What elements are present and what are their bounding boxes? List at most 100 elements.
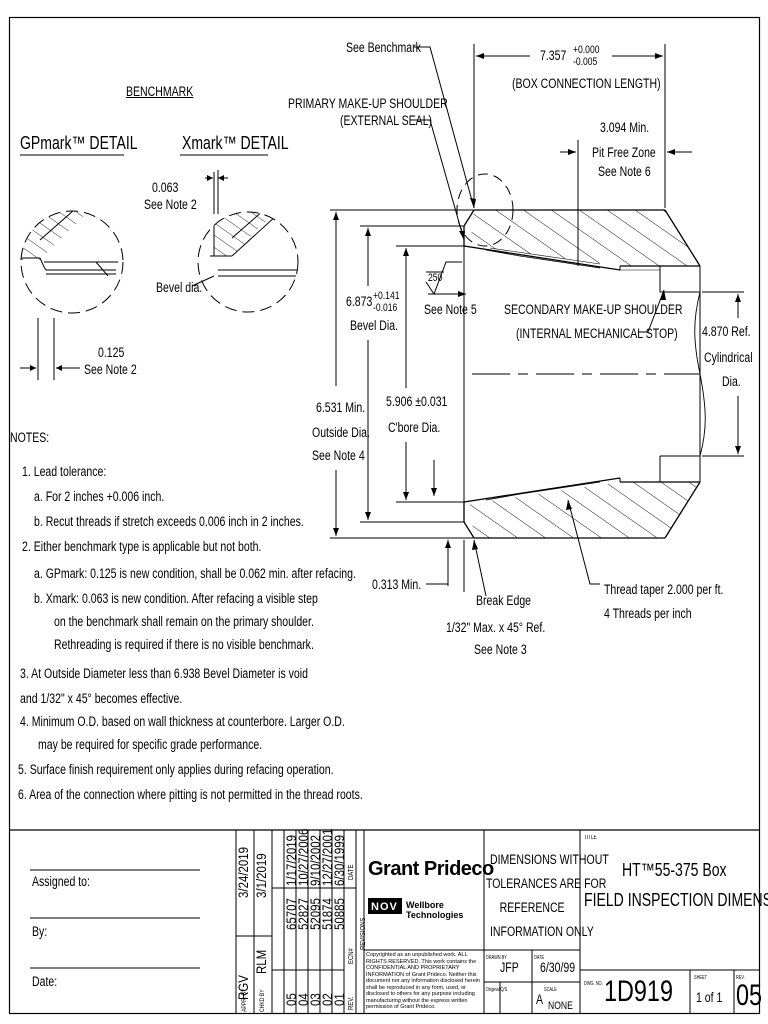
od-label: Outside Dia. — [312, 425, 370, 440]
sheet-border — [8, 16, 761, 1015]
approved-date: 3/24/2019 — [236, 846, 251, 898]
top-wall-section — [470, 210, 700, 266]
title-field-label: TITLE — [584, 835, 597, 841]
dims-note-3: REFERENCE — [499, 900, 565, 915]
cylindrical-ref: 4.870 Ref. — [702, 324, 751, 339]
od-min: 6.531 Min. — [316, 400, 366, 415]
note-2b-cont2: Rethreading is required if there is no v… — [54, 637, 314, 652]
box-length-tol-plus: +0.000 — [573, 44, 600, 56]
checked-by: RLM — [254, 949, 269, 974]
checked-by-label: CHKD BY — [260, 989, 266, 1012]
dwg-no-label: DWG. NO. — [584, 981, 603, 987]
box-length-dim: 7.357 — [540, 48, 567, 63]
note-2b-cont1: on the benchmark shall remain on the pri… — [54, 614, 314, 629]
scale-value: NONE — [548, 1000, 573, 1012]
assigned-to-label: Assigned to: — [32, 874, 90, 889]
note-1b: b. Recut threads if stretch exceeds 0.00… — [34, 514, 304, 529]
benchmark-title: BENCHMARK — [126, 84, 194, 99]
secondary-shoulder-line2: (INTERNAL MECHANICAL STOP) — [516, 326, 678, 341]
drawing-title-2: FIELD INSPECTION DIMENSIONS — [584, 890, 768, 910]
xmark-detail-body — [210, 212, 298, 277]
dim-0125: 0.125 — [98, 345, 125, 360]
dims-note-2: TOLERANCES ARE FOR — [486, 876, 607, 891]
bevel-dia-label: Bevel dia. — [156, 280, 203, 295]
rev-col-label: REV. — [348, 996, 355, 1010]
box-length-tol-minus: -0.005 — [573, 56, 598, 68]
drawn-by-label: DRAWN BY — [486, 955, 507, 961]
bottom-wall-section — [470, 482, 700, 538]
pit-free-min: 3.094 Min. — [600, 120, 650, 135]
note-1: 1. Lead tolerance: — [22, 464, 107, 479]
note-5: 5. Surface finish requirement only appli… — [18, 762, 334, 777]
nov-logo-text: NOV — [371, 901, 398, 913]
nov-logo — [368, 898, 402, 914]
nov-technologies: Technologies — [406, 910, 464, 920]
pit-free-zone: Pit Free Zone — [592, 145, 656, 160]
notes-heading: NOTES: — [10, 430, 50, 445]
checked-date: 3/1/2019 — [254, 853, 269, 898]
revision-number: 05 — [736, 979, 763, 1012]
break-edge-note: See Note 3 — [474, 642, 527, 657]
primary-shoulder-line2: (EXTERNAL SEAL) — [340, 113, 433, 128]
note-6: 6. Area of the connection where pitting … — [18, 787, 363, 802]
see-benchmark-callout: See Benchmark — [346, 40, 421, 55]
see-note-2-top: See Note 2 — [144, 197, 197, 212]
see-note-2-bottom: See Note 2 — [84, 362, 137, 377]
copyright-notice: Copyrighted as an unpublished work. ALL … — [366, 952, 481, 1010]
sheet-size: A — [536, 992, 544, 1007]
sheet-label: SHEET — [694, 975, 708, 981]
dim-0063: 0.063 — [152, 180, 179, 195]
primary-shoulder-line1: PRIMARY MAKE-UP SHOULDER — [288, 96, 448, 111]
ecn-col-label: ECN# — [348, 948, 355, 964]
cbore-dim: 5.906 ±0.031 — [386, 394, 448, 409]
approved-by-label: APPR. BY — [242, 988, 248, 1012]
bevel-dia-dim: 6.873 — [346, 294, 373, 309]
min-0313: 0.313 Min. — [372, 577, 422, 592]
bevel-dia-tol-plus: +0.141 — [373, 290, 400, 302]
od-note: See Note 4 — [312, 448, 365, 463]
surface-finish-value: 250 — [428, 272, 443, 284]
note-3: 3. At Outside Diameter less than 6.938 B… — [20, 666, 308, 681]
dims-note-4: INFORMATION ONLY — [490, 924, 594, 939]
note-4-cont: may be required for specific grade perfo… — [38, 737, 263, 752]
break-edge-size: 1/32" Max. x 45° Ref. — [446, 620, 546, 635]
by-label: By: — [32, 924, 48, 939]
original-label: Original Q/S — [486, 987, 508, 993]
ecn-50885: 50885 — [332, 898, 347, 930]
box-length-label: (BOX CONNECTION LENGTH) — [512, 76, 661, 91]
bevel-dia-tol-minus: -0.016 — [373, 302, 398, 314]
bevel-dia-caption: Bevel Dia. — [350, 318, 398, 333]
threads-per-inch: 4 Threads per inch — [604, 606, 692, 621]
scale-label: SCALE — [544, 987, 557, 993]
drawn-by: JFP — [500, 960, 519, 975]
rev-label: REV. — [736, 975, 745, 981]
nov-wellbore: Wellbore — [406, 900, 444, 910]
note-2b: b. Xmark: 0.063 is new condition. After … — [34, 591, 318, 606]
date-col-label: DATE — [348, 864, 355, 880]
dims-note-1: DIMENSIONS WITHOUT — [490, 852, 609, 867]
note-4: 4. Minimum O.D. based on wall thickness … — [20, 714, 345, 729]
see-note-5: See Note 5 — [424, 302, 477, 317]
note-2: 2. Either benchmark type is applicable b… — [22, 539, 262, 554]
note-1a: a. For 2 inches +0.006 inch. — [34, 489, 165, 504]
cylindrical-label: Cylindrical — [704, 350, 753, 365]
cbore-label: C'bore Dia. — [388, 420, 441, 435]
sheet-number: 1 of 1 — [696, 990, 723, 1005]
drawn-date: 6/30/99 — [540, 960, 576, 975]
gpmark-detail-body — [21, 211, 118, 277]
pit-free-note: See Note 6 — [598, 164, 651, 179]
revisions-label: REVISIONS — [360, 917, 367, 950]
xmark-detail-label: Xmark™ DETAIL — [182, 133, 289, 153]
break-edge: Break Edge — [476, 593, 532, 608]
company-name: Grant Prideco — [368, 858, 494, 880]
gpmark-detail-label: GPmark™ DETAIL — [20, 133, 138, 153]
note-3-cont: and 1/32" x 45° becomes effective. — [20, 691, 183, 706]
date-label: Date: — [32, 974, 58, 989]
drawing-title-1: HT™55-375 Box — [622, 860, 727, 880]
secondary-shoulder-line1: SECONDARY MAKE-UP SHOULDER — [504, 302, 683, 317]
drawing-number: 1D919 — [604, 975, 673, 1008]
cylindrical-dia: Dia. — [722, 374, 741, 389]
thread-taper: Thread taper 2.000 per ft. — [604, 582, 724, 597]
